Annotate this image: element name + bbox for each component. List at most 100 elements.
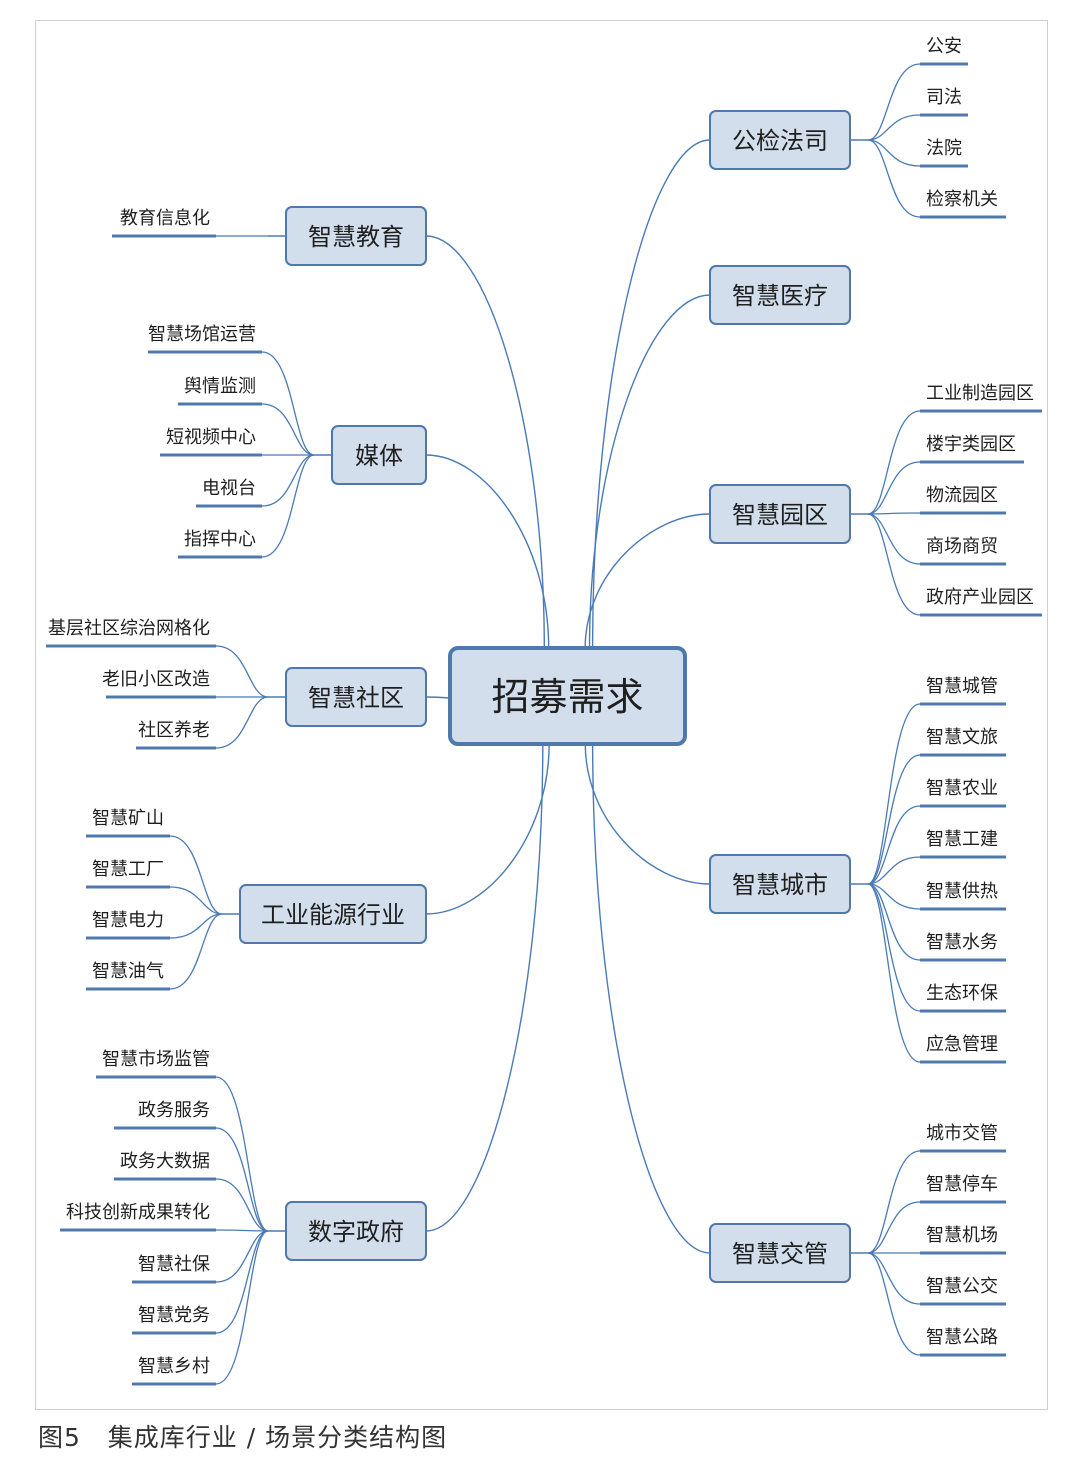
item-label: 智慧乡村 bbox=[138, 1356, 210, 1377]
item-label: 智慧农业 bbox=[926, 778, 998, 799]
category-label: 智慧医疗 bbox=[732, 282, 828, 310]
item-label: 智慧城管 bbox=[926, 676, 998, 697]
connector-layer bbox=[169, 63, 921, 1385]
category-box bbox=[709, 265, 851, 325]
category-box bbox=[709, 110, 851, 170]
category-box bbox=[285, 206, 427, 266]
item-label: 楼宇类园区 bbox=[926, 434, 1016, 455]
branch-line bbox=[215, 1127, 269, 1232]
branch-line bbox=[867, 139, 921, 167]
item-label: 科技创新成果转化 bbox=[66, 1202, 210, 1223]
category-label: 工业能源行业 bbox=[261, 901, 405, 929]
item-label: 智慧场馆运营 bbox=[148, 324, 256, 345]
category-label: 媒体 bbox=[355, 442, 403, 470]
category-smart-medical: 智慧医疗 bbox=[709, 265, 851, 325]
branch-line bbox=[261, 403, 315, 456]
branch-line bbox=[867, 883, 921, 1012]
category-label: 智慧城市 bbox=[732, 871, 828, 899]
category-box bbox=[331, 425, 427, 485]
trunk-smart-park bbox=[584, 513, 711, 649]
item-label: 社区养老 bbox=[138, 720, 210, 741]
branch-line bbox=[867, 461, 921, 515]
category-box bbox=[239, 884, 427, 944]
item-label: 智慧供热 bbox=[926, 881, 998, 902]
center-label: 招募需求 bbox=[491, 675, 643, 719]
item-label: 智慧社保 bbox=[138, 1254, 210, 1275]
category-box bbox=[709, 854, 851, 914]
category-box bbox=[285, 1201, 427, 1261]
item-label: 短视频中心 bbox=[166, 427, 256, 448]
category-industry-energy: 工业能源行业 bbox=[239, 884, 427, 944]
branch-line bbox=[867, 1201, 921, 1254]
branch-line bbox=[867, 1252, 921, 1305]
item-label: 政务大数据 bbox=[120, 1151, 210, 1172]
branch-line bbox=[215, 1230, 269, 1283]
category-smart-community: 智慧社区 bbox=[285, 667, 427, 727]
trunk-smart-traffic bbox=[591, 743, 711, 1254]
branch-line bbox=[261, 351, 315, 456]
item-label: 智慧文旅 bbox=[926, 727, 998, 748]
branch-line bbox=[215, 1178, 269, 1232]
item-label: 智慧机场 bbox=[926, 1225, 998, 1246]
branch-line bbox=[867, 114, 921, 141]
item-label: 智慧市场监管 bbox=[102, 1049, 210, 1070]
branch-line bbox=[867, 63, 921, 141]
branch-line bbox=[867, 513, 921, 565]
item-label: 政府产业园区 bbox=[926, 587, 1034, 608]
item-label: 智慧党务 bbox=[138, 1305, 210, 1326]
branch-line bbox=[261, 454, 315, 558]
node-layer: 公检法司公安司法法院检察机关智慧医疗智慧园区工业制造园区楼宇类园区物流园区商场商… bbox=[46, 36, 1042, 1386]
branch-line bbox=[215, 1230, 269, 1334]
branch-line bbox=[867, 883, 921, 910]
item-label: 智慧工建 bbox=[926, 829, 998, 850]
item-label: 工业制造园区 bbox=[926, 383, 1034, 404]
item-label: 商场商贸 bbox=[926, 536, 998, 557]
branch-line bbox=[215, 1076, 269, 1232]
item-label: 政务服务 bbox=[138, 1100, 210, 1121]
branch-line bbox=[867, 883, 921, 1063]
center-node: 招募需求 bbox=[448, 646, 687, 746]
item-label: 智慧水务 bbox=[926, 932, 998, 953]
branch-line bbox=[867, 512, 921, 515]
branch-line bbox=[867, 703, 921, 885]
branch-line bbox=[169, 913, 223, 990]
item-label: 舆情监测 bbox=[184, 376, 256, 397]
center-box bbox=[448, 646, 687, 746]
category-label: 数字政府 bbox=[308, 1218, 404, 1246]
branch-line bbox=[215, 696, 269, 749]
item-label: 物流园区 bbox=[926, 485, 998, 506]
category-media: 媒体 bbox=[331, 425, 427, 485]
branch-line bbox=[215, 645, 269, 698]
branch-line bbox=[867, 883, 921, 961]
branch-line bbox=[867, 139, 921, 218]
item-label: 公安 bbox=[926, 36, 962, 57]
figure-caption: 图5 集成库行业 / 场景分类结构图 bbox=[38, 1423, 448, 1452]
category-box bbox=[285, 667, 427, 727]
branch-line bbox=[215, 1230, 269, 1385]
item-label: 指挥中心 bbox=[184, 529, 256, 550]
branch-line bbox=[867, 754, 921, 885]
item-label: 智慧停车 bbox=[926, 1174, 998, 1195]
branch-line bbox=[867, 410, 921, 515]
branch-line bbox=[867, 856, 921, 885]
trunk-smart-medical bbox=[588, 294, 711, 649]
category-smart-city: 智慧城市 bbox=[709, 854, 851, 914]
category-smart-traffic: 智慧交管 bbox=[709, 1223, 851, 1283]
branch-line bbox=[867, 1150, 921, 1254]
item-label: 教育信息化 bbox=[120, 208, 210, 229]
branch-line bbox=[867, 1252, 921, 1356]
category-box bbox=[709, 1223, 851, 1283]
item-label: 生态环保 bbox=[926, 983, 998, 1004]
trunk-media bbox=[425, 454, 550, 649]
diagram-frame bbox=[35, 20, 1048, 1410]
item-label: 老旧小区改造 bbox=[102, 669, 210, 690]
category-digital-government: 数字政府 bbox=[285, 1201, 427, 1261]
category-label: 公检法司 bbox=[732, 127, 828, 155]
item-label: 法院 bbox=[926, 138, 962, 159]
category-box bbox=[709, 484, 851, 544]
item-label: 应急管理 bbox=[926, 1034, 998, 1055]
item-label: 司法 bbox=[926, 87, 962, 108]
item-label: 智慧电力 bbox=[92, 910, 164, 931]
trunk-smart-education bbox=[425, 235, 545, 649]
item-label: 检察机关 bbox=[926, 189, 998, 210]
